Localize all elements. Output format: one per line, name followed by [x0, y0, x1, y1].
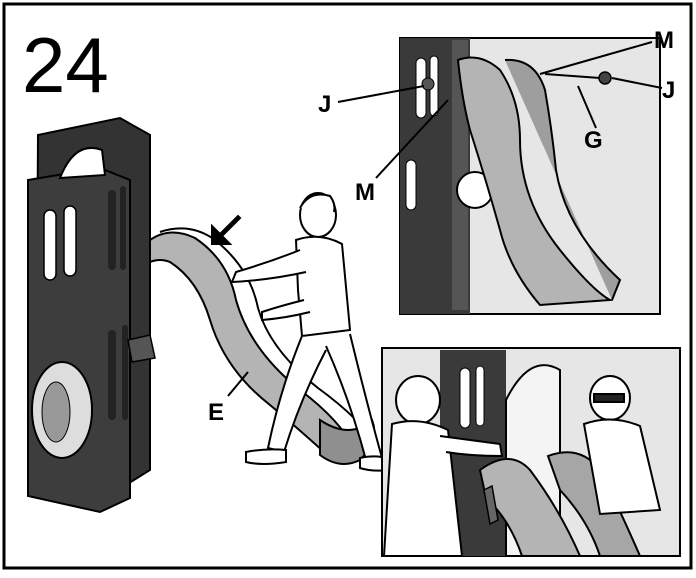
callout-washer-m-left: M — [355, 179, 375, 206]
callout-bolt-j-left: J — [318, 91, 331, 118]
callout-washer-m-right: M — [654, 27, 674, 54]
callout-slide-e: E — [208, 399, 224, 426]
callout-bolt-j-right: J — [662, 77, 675, 104]
step-number: 24 — [22, 21, 109, 109]
playset-tower — [28, 118, 155, 512]
detail-panel-two-person-install — [382, 348, 680, 556]
callout-rod-g: G — [584, 127, 603, 154]
